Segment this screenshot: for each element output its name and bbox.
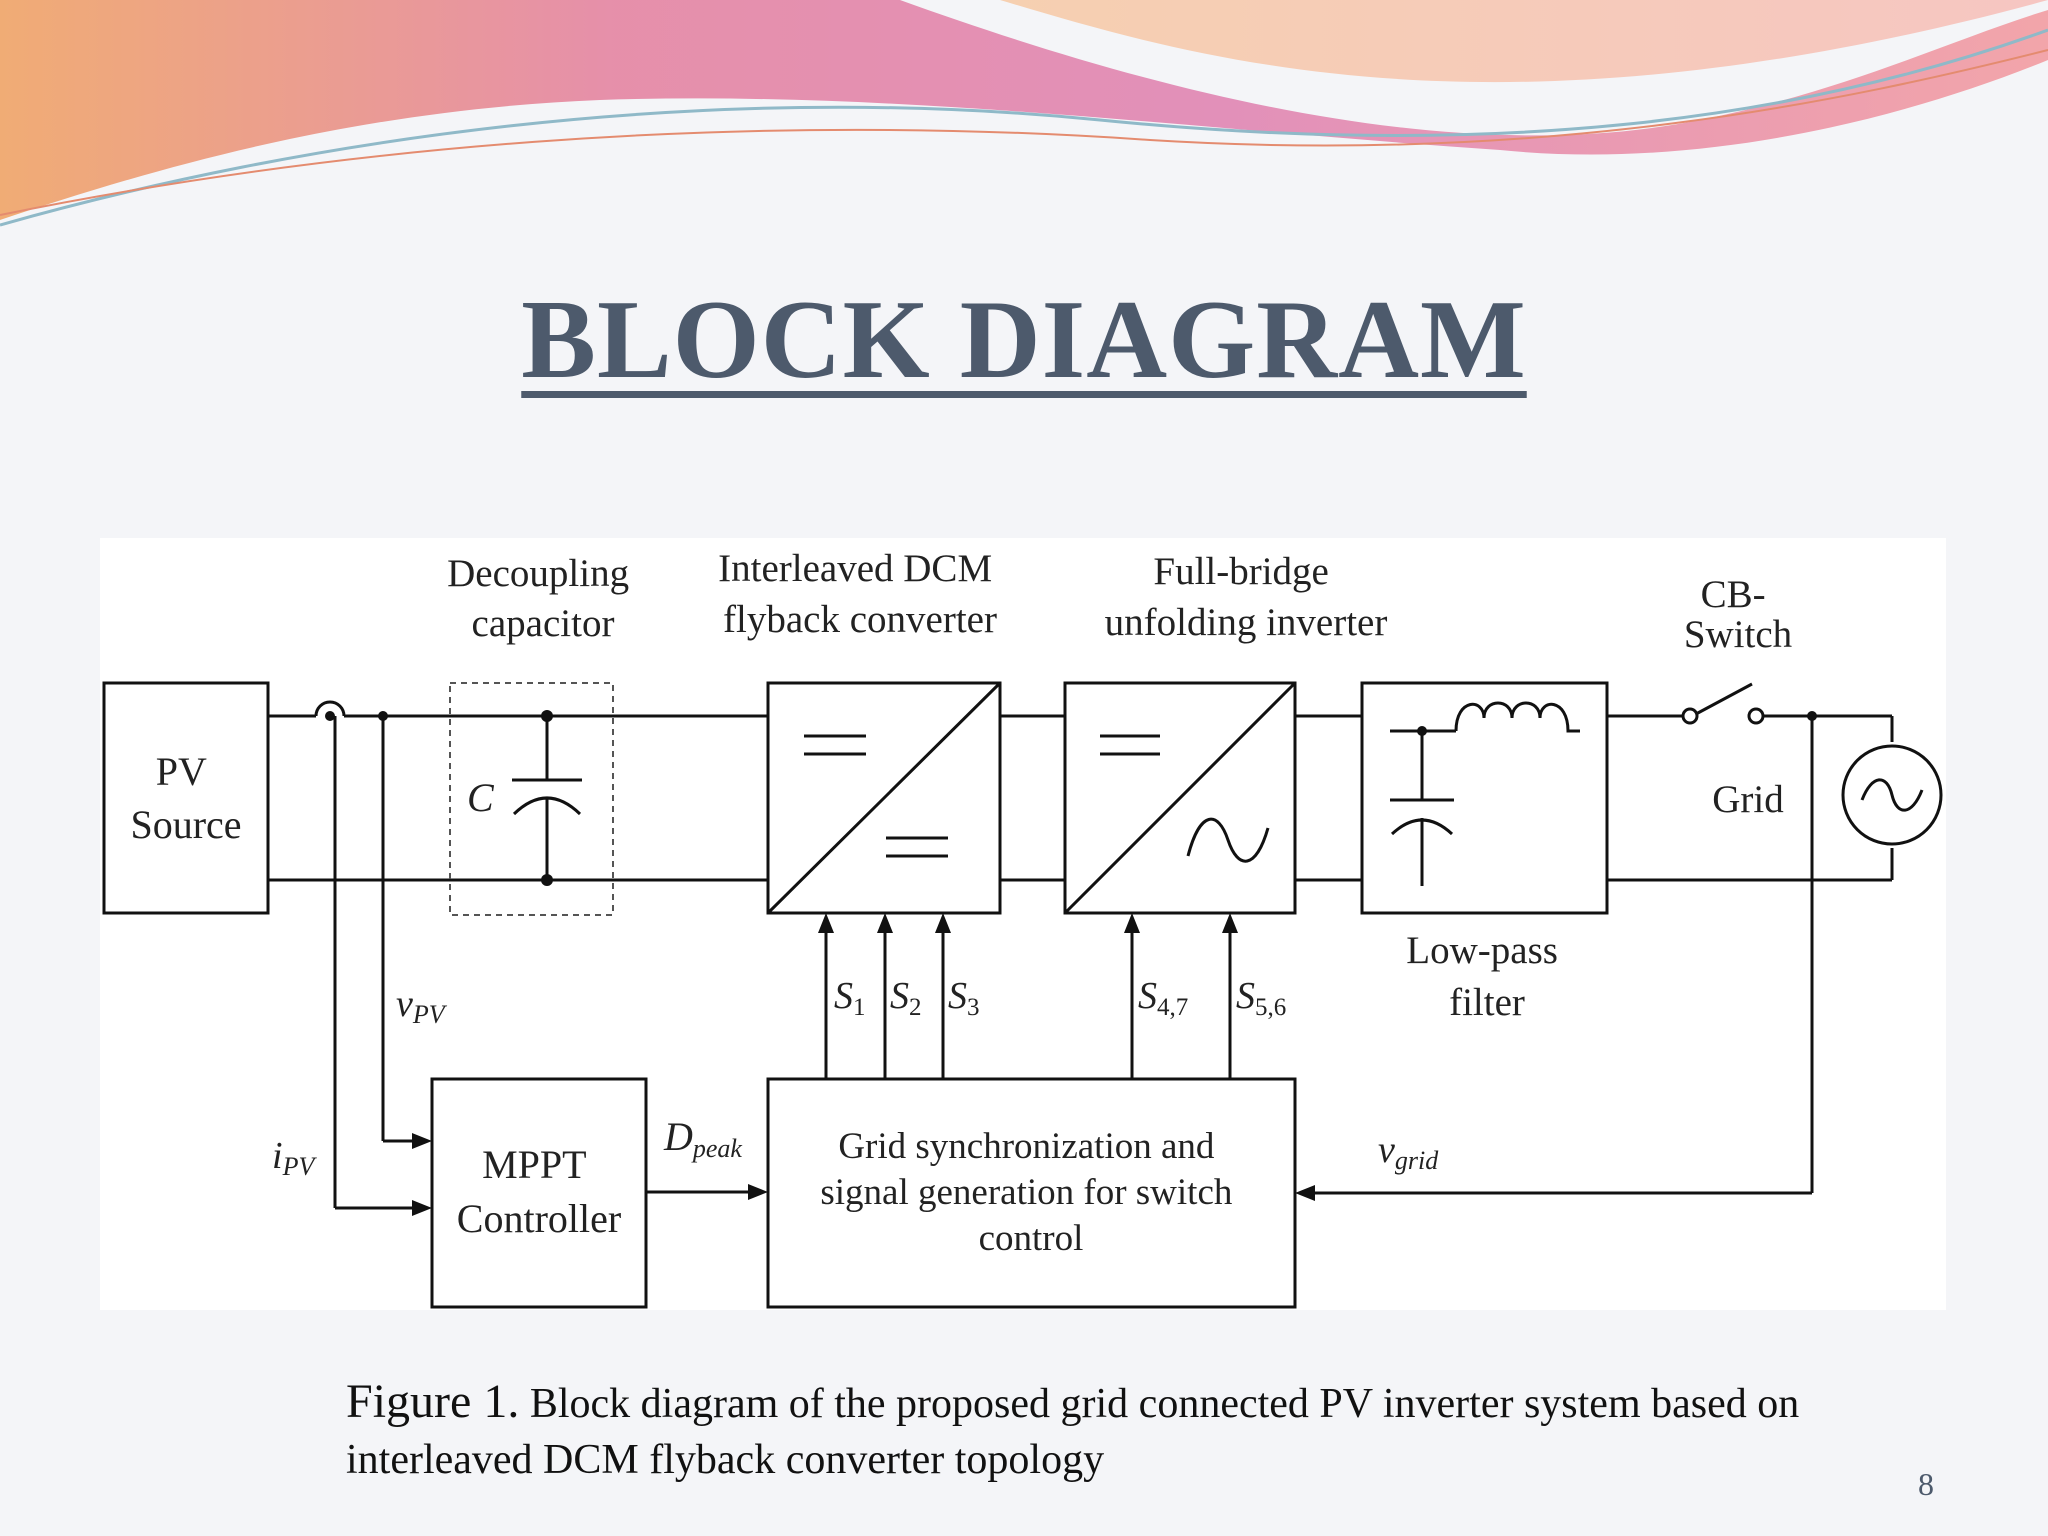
svg-text:MPPT Controller: MPPT Controller [457, 1142, 621, 1241]
grid-sine-symbol [1860, 778, 1924, 812]
svg-text:Interleaved DCM flybac: Interleaved DCM flyback converter [718, 547, 1002, 641]
arrowhead [1222, 913, 1238, 933]
low-pass-filter-label: Low-pass [1406, 929, 1558, 972]
unfolding-inverter-label: unfolding inverter [1105, 601, 1388, 644]
pv-source-block [102, 681, 270, 915]
svg-text:Full-bridge unfolding: Full-bridge unfolding inverter [1105, 550, 1388, 644]
header-wave-decoration [0, 0, 2048, 227]
pv-source-label: Source [130, 802, 241, 847]
arrowhead [818, 913, 834, 933]
flyback-converter-label: Interleaved DCM [718, 547, 992, 590]
svg-text:Low-pass filter: Low-pass filter [1406, 929, 1567, 1024]
cb-switch-label: CB- [1701, 573, 1766, 616]
mppt-controller-block [430, 1077, 648, 1309]
capacitor-c-label: C [467, 775, 495, 820]
grid-sync-label: signal generation for switch [820, 1172, 1233, 1213]
pv-source-label: PV [156, 749, 207, 794]
low-pass-filter-block [1360, 681, 1609, 915]
cb-switch-label: Switch [1684, 613, 1792, 656]
i-pv-signal-label: iPV [272, 1135, 317, 1181]
v-grid-signal-label: vgrid [1378, 1129, 1439, 1175]
cb-switch-blade [1695, 682, 1753, 716]
d-peak-signal-label: Dpeak [663, 1114, 742, 1163]
arrowhead [412, 1133, 432, 1149]
s1-signal-label: S1 [834, 975, 866, 1021]
svg-text:Grid synchronization and: Grid synchronization and signal generati… [820, 1126, 1241, 1259]
s56-signal-label: S5,6 [1236, 975, 1286, 1021]
low-pass-filter-label: filter [1449, 981, 1525, 1024]
s2-signal-label: S2 [890, 975, 922, 1021]
grid-sync-label: control [979, 1218, 1084, 1259]
mppt-label: MPPT [482, 1142, 586, 1187]
mppt-label: Controller [457, 1196, 621, 1241]
figure-caption-label: Figure 1. [346, 1375, 520, 1428]
svg-text:PV Source: PV Source [130, 749, 241, 847]
switch-contact [1681, 707, 1699, 725]
arrowhead [748, 1184, 768, 1200]
decoupling-capacitor-box [449, 682, 614, 916]
flyback-diagonal [766, 681, 1002, 915]
arrowhead [1124, 913, 1140, 933]
s47-signal-label: S4,7 [1138, 975, 1188, 1021]
decoupling-capacitor-label: Decoupling [447, 552, 629, 595]
unfolding-inverter-block [1063, 681, 1297, 915]
arrowhead [412, 1200, 432, 1216]
current-sensor-loop [314, 700, 346, 717]
ac-wave-symbol [1186, 817, 1270, 863]
arrowhead [935, 913, 951, 933]
flyback-converter-label: flyback converter [723, 598, 997, 641]
v-pv-signal-label: vPV [396, 983, 448, 1029]
block-diagram: PV Source MPPT Controller Grid synchroni… [100, 538, 1946, 1310]
figure-caption: Figure 1. Block diagram of the proposed … [346, 1374, 1906, 1488]
slide-title: BLOCK DIAGRAM [521, 278, 1527, 402]
grid-label: Grid [1712, 778, 1784, 821]
arrowhead [1295, 1185, 1315, 1201]
switch-contact [1747, 707, 1765, 725]
decoupling-capacitor-label: capacitor [472, 602, 615, 645]
s3-signal-label: S3 [948, 975, 980, 1021]
arrowhead [877, 913, 893, 933]
unfolding-inverter-label: Full-bridge [1153, 550, 1328, 593]
grid-source-circle [1841, 744, 1943, 846]
svg-text:Decoupling capacitor: Decoupling capacitor [447, 552, 639, 645]
inductor-symbol [1454, 701, 1580, 733]
inverter-diagonal [1063, 681, 1297, 915]
figure-caption-text: Block diagram of the proposed grid conne… [346, 1381, 1800, 1483]
page-number: 8 [1918, 1466, 1934, 1502]
grid-sync-label: Grid synchronization and [838, 1126, 1215, 1167]
svg-text:CB- Switch: CB- Switch [1684, 573, 1792, 656]
flyback-converter-block [766, 681, 1002, 915]
title-container: BLOCK DIAGRAM [0, 276, 2048, 405]
